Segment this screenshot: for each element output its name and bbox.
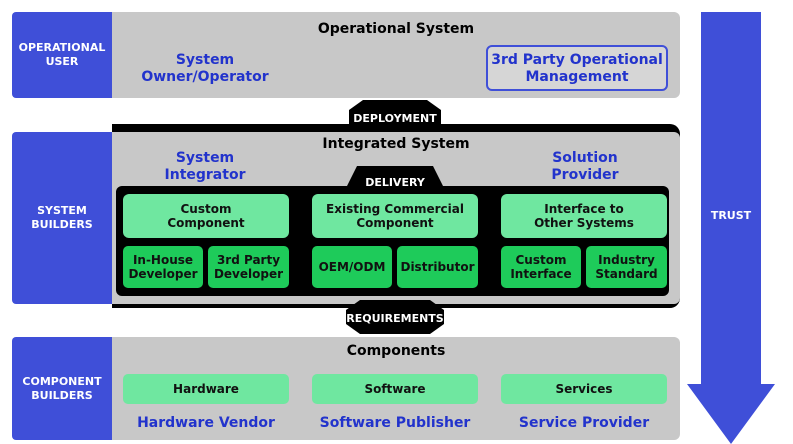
services-box: Services <box>501 374 667 404</box>
software-publisher: Software Publisher <box>319 415 471 431</box>
system-integrator: System Integrator <box>164 150 246 183</box>
oem-odm: OEM/ODM <box>312 246 392 288</box>
integrated-system-title: Integrated System <box>322 136 470 152</box>
requirements-label: REQUIREMENTS <box>346 311 444 325</box>
third-party-developer: 3rd Party Developer <box>208 246 289 288</box>
row-label-system-builders: SYSTEM BUILDERS <box>12 132 112 304</box>
system-owner-operator: System Owner/Operator <box>141 52 269 85</box>
delivery-label: DELIVERY <box>365 175 425 189</box>
interface-to-other-systems: Interface to Other Systems <box>501 194 667 238</box>
service-provider: Service Provider <box>518 415 650 431</box>
deployment-label: DEPLOYMENT <box>353 111 437 125</box>
hardware-box: Hardware <box>123 374 289 404</box>
trust-label: TRUST <box>710 208 752 222</box>
requirements-connector <box>346 300 444 334</box>
industry-standard: Industry Standard <box>586 246 667 288</box>
components-title: Components <box>346 343 446 359</box>
custom-component: Custom Component <box>123 194 289 238</box>
row-label-operational-user: OPERATIONAL USER <box>12 12 112 98</box>
delivery-connector <box>345 166 445 190</box>
custom-interface: Custom Interface <box>501 246 581 288</box>
solution-provider: Solution Provider <box>551 150 619 183</box>
hardware-vendor: Hardware Vendor <box>137 415 275 431</box>
distributor: Distributor <box>397 246 478 288</box>
operational-system-title: Operational System <box>317 21 475 37</box>
software-box: Software <box>312 374 478 404</box>
in-house-developer: In-House Developer <box>123 246 203 288</box>
existing-commercial-component: Existing Commercial Component <box>312 194 478 238</box>
row-label-component-builders: COMPONENT BUILDERS <box>12 337 112 440</box>
trust-arrow <box>687 12 775 444</box>
third-party-operational-management: 3rd Party Operational Management <box>486 45 668 91</box>
